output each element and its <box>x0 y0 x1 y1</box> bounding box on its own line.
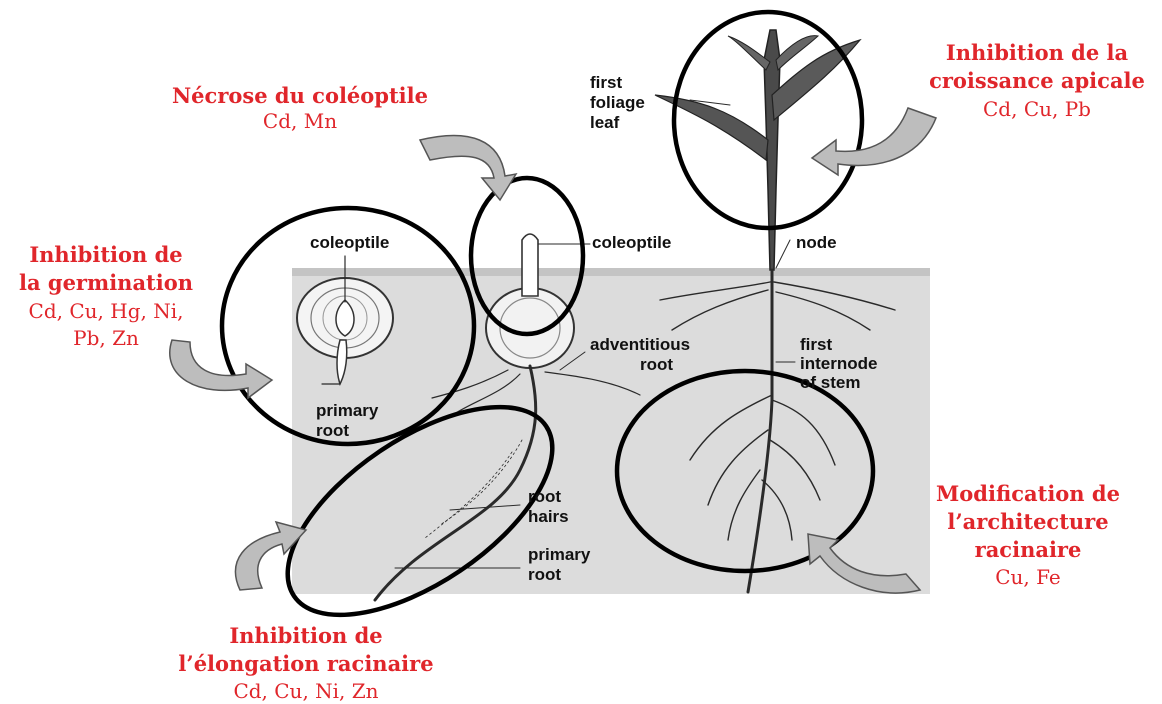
label-first-internode-2: internode <box>800 354 877 373</box>
necrose-metals: Cd, Mn <box>263 109 337 133</box>
label-primary-root-seedling-1: primary <box>528 545 591 564</box>
germination-title-1: Inhibition de <box>29 242 182 267</box>
arrow-apicale <box>812 108 936 175</box>
effect-necrose: Nécrose du coléoptile Cd, Mn <box>172 83 428 133</box>
elongation-title-2: l’élongation racinaire <box>178 651 433 676</box>
architecture-title-3: racinaire <box>975 537 1082 562</box>
germination-metals-1: Cd, Cu, Hg, Ni, <box>29 299 184 323</box>
architecture-metals: Cu, Fe <box>995 565 1061 589</box>
label-root-hairs-2: hairs <box>528 507 569 526</box>
architecture-title-1: Modification de <box>936 481 1120 506</box>
effect-apicale: Inhibition de la croissance apicale Cd, … <box>929 40 1145 121</box>
label-coleoptile-seedling: coleoptile <box>592 233 671 252</box>
label-first-foliage-leaf-3: leaf <box>590 113 620 132</box>
label-first-foliage-leaf-1: first <box>590 73 622 92</box>
label-first-internode-1: first <box>800 335 832 354</box>
effect-architecture: Modification de l’architecture racinaire… <box>936 481 1120 589</box>
label-coleoptile-seed: coleoptile <box>310 233 389 252</box>
elongation-metals: Cd, Cu, Ni, Zn <box>233 679 378 703</box>
label-primary-root-seedling-2: root <box>528 565 561 584</box>
architecture-title-2: l’architecture <box>947 509 1108 534</box>
label-adventitious-root-1: adventitious <box>590 335 690 354</box>
label-adventitious-root-2: root <box>640 355 673 374</box>
germination-metals-2: Pb, Zn <box>73 326 139 350</box>
elongation-title-1: Inhibition de <box>229 623 382 648</box>
germination-title-2: la germination <box>19 270 193 295</box>
apicale-title-1: Inhibition de la <box>946 40 1129 65</box>
label-first-foliage-leaf-2: foliage <box>590 93 645 112</box>
apicale-metals: Cd, Cu, Pb <box>983 97 1091 121</box>
apicale-title-2: croissance apicale <box>929 68 1145 93</box>
label-first-internode-3: of stem <box>800 373 860 392</box>
necrose-title: Nécrose du coléoptile <box>172 83 428 108</box>
effect-elongation: Inhibition de l’élongation racinaire Cd,… <box>178 623 433 703</box>
effect-germination: Inhibition de la germination Cd, Cu, Hg,… <box>19 242 193 350</box>
label-primary-root-seed-2: root <box>316 421 349 440</box>
label-primary-root-seed-1: primary <box>316 401 379 420</box>
label-root-hairs-1: root <box>528 487 561 506</box>
arrow-germination <box>170 340 272 398</box>
label-node: node <box>796 233 837 252</box>
arrow-necrose <box>420 136 516 201</box>
